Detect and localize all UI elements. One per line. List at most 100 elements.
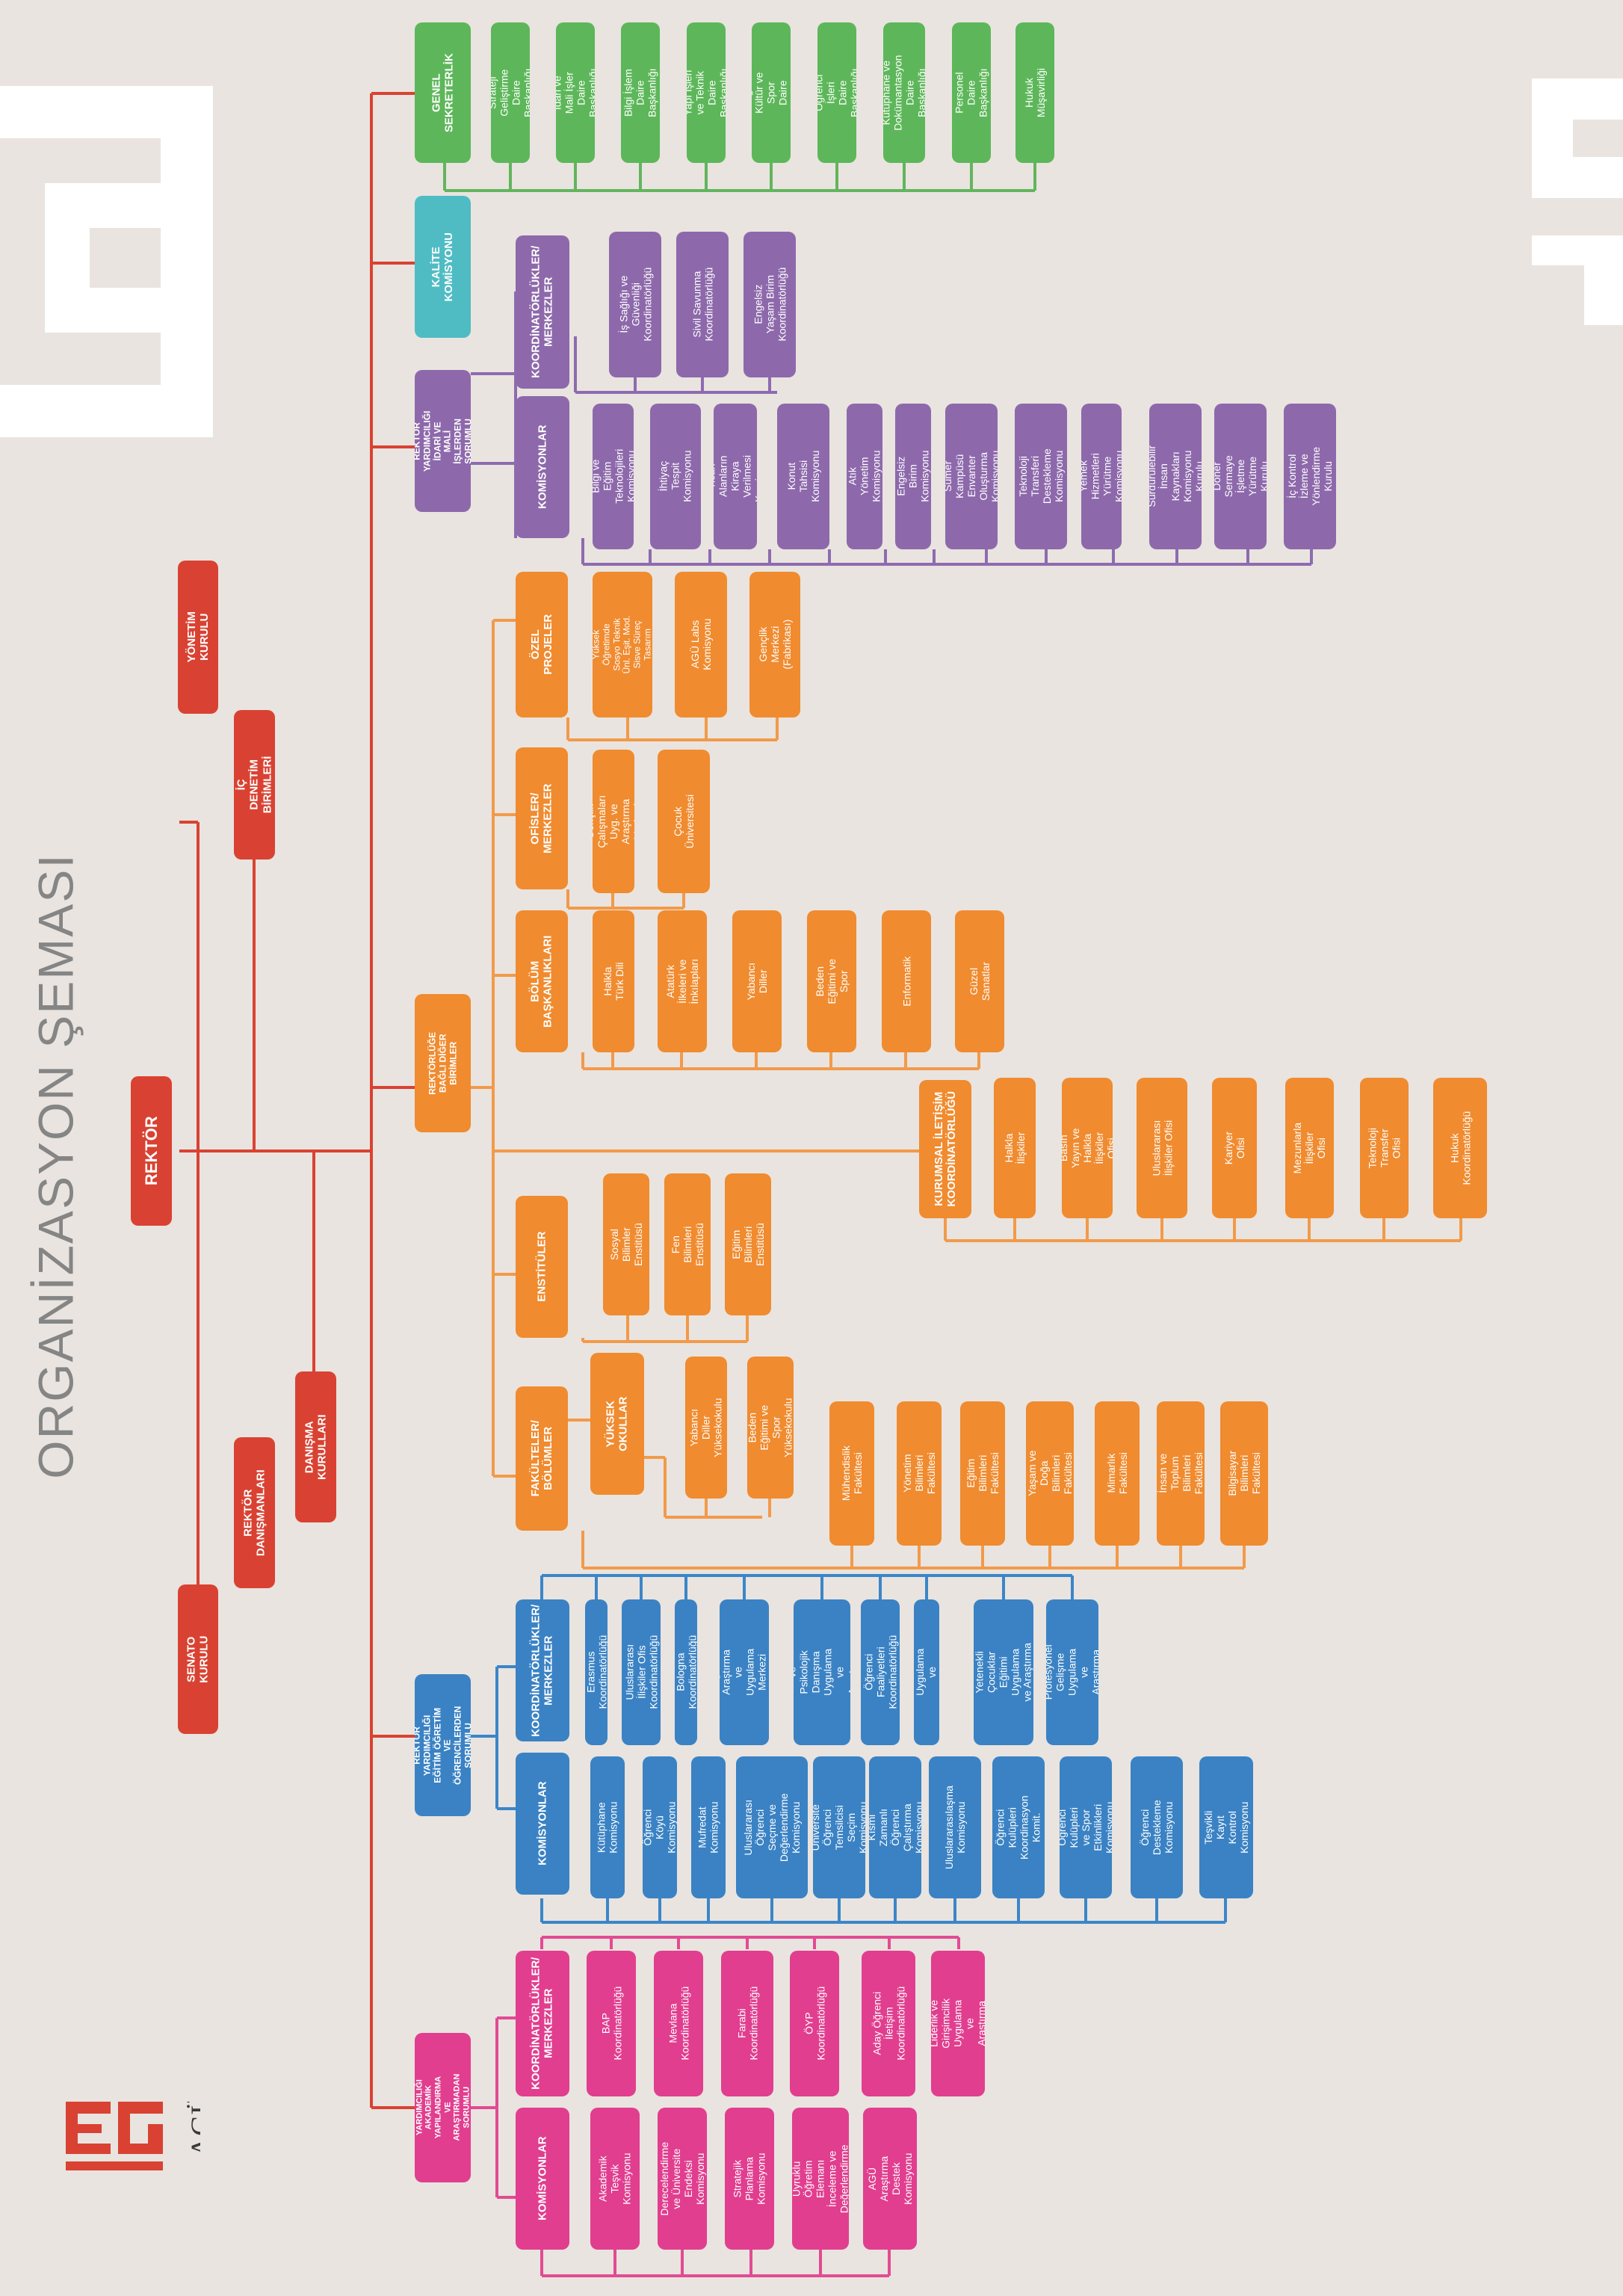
idari-kom-item: Engelsiz Birim Komisyonu	[895, 404, 931, 549]
egitim-koord-item: Kariyer ve Profesyonel Gelişme Uygulama …	[1046, 1599, 1098, 1745]
egitim-koord-item: Sürekli Eğitim Araştırma ve Uygulama Mer…	[720, 1599, 769, 1745]
ozel-item: Gençlik Merkezi (Fabrikası)	[749, 572, 800, 718]
egitim-kom-item: Teşvikli Kayıt Kontrol Komisyonu	[1199, 1756, 1253, 1898]
genel-item: İdari ve Mali İşler Daire Başkanlığı	[556, 22, 595, 163]
akademik-kom-item: Derecelendirme ve Üniversite Endeksi Kom…	[658, 2108, 707, 2250]
idari-kom-item: Sümer Kampüsü Envanter Oluşturma Komisyo…	[945, 404, 998, 549]
idari-kom-item: Sürdürülebilir İnsan Kaynakları Komisyon…	[1149, 404, 1202, 549]
enstitu-item: Eğitim Bilimleri Enstitüsü	[725, 1173, 771, 1315]
ozel-item: Yüksek Öğretimde Sosyo Teknik Ünl. Eşit.…	[593, 572, 652, 718]
agu-logo: AGÜ	[66, 2102, 200, 2170]
egitim-kom-item: Öğrenci Destekleme Komisyonu	[1131, 1756, 1183, 1898]
ic-denetim-box: İÇ DENETİM BİRİMLERİ	[234, 710, 275, 860]
akademik-rektor-yardimciligi-box: REKTÖR YARDIMCILIĞI AKADEMİK YAPILANDIRM…	[415, 2033, 471, 2182]
idari-koord-item: İş Sağlığı ve Güvenliği Koordinatörlüğü	[609, 232, 661, 377]
bolum-item: Beden Eğitimi ve Spor	[807, 910, 856, 1052]
akademik-koord-item: Ortadoğu Liderlik ve Girişimcilik Uygula…	[931, 1951, 985, 2096]
genel-item: Hukuk Müşavirliği	[1015, 22, 1054, 163]
enstitu-item: Sosyal Bilimler Enstitüsü	[603, 1173, 649, 1315]
egitim-koord-item: Üstün Yetenekli Çocuklar Eğitimi Uygulam…	[974, 1599, 1033, 1745]
rektorluge-bagli-box: REKTÖRLÜĞE BAĞLI DİĞER BİRİMLER	[415, 994, 471, 1132]
kurumsal-item: Uluslararası İlişkiler Ofisi	[1137, 1078, 1187, 1218]
egitim-kom-header: KOMİSYONLAR	[516, 1753, 569, 1895]
genel-item: Yapı İşleri ve Teknik Daire Başkanlığı	[687, 22, 726, 163]
akademik-koord-item: ÖYP Koordinatörlüğü	[790, 1951, 839, 2096]
kurumsal-item: Teknoloji Transfer Ofisi	[1360, 1078, 1409, 1218]
rektor-danismanlari-box: REKTÖR DANIŞMANLARI	[234, 1437, 275, 1588]
bolum-item: Enformatik	[882, 910, 931, 1052]
akademik-koord-item: Aday Öğrenci İletişim Koordinatörlüğü	[862, 1951, 915, 2096]
egitim-kom-item: Uluslararası Öğrenci Seçme ve Değerlendi…	[736, 1756, 808, 1898]
akademik-koord-item: BAP Koordinatörlüğü	[587, 1951, 636, 2096]
akademik-koord-header: KOORDİNATÖRLÜKLER/ MERKEZLER	[516, 1951, 569, 2096]
idari-kom-header: KOMİSYONLAR	[516, 396, 569, 538]
egitim-kom-item: Kısmi Zamanlı Öğrenci Çalıştırma Komisyo…	[869, 1756, 921, 1898]
akademik-kom-header: KOMİSYONLAR	[516, 2108, 569, 2250]
yuksekokul-item: Yabancı Diller Yüksekokulu	[685, 1357, 727, 1499]
genel-item: Sağlık, Kültür ve Spor Daire Başkanlığı	[752, 22, 791, 163]
bolum-item: Güzel Sanatlar	[955, 910, 1004, 1052]
akademik-kom-item: Stratejik Planlama Komisyonu	[725, 2108, 774, 2250]
fakulte-item: Bilgisayar Bilimleri Fakültesi	[1220, 1401, 1268, 1546]
kurumsal-iletisim-header: KURUMSAL İLETİŞİM KOORDİNATÖRLÜĞÜ	[919, 1080, 971, 1218]
kurumsal-item: Basın Yayın ve Halkla İlişkiler Ofisi	[1062, 1078, 1113, 1218]
idari-rektor-yardimciligi-box: REKTÖR YARDIMCILIĞI İDARİ VE MALİ İŞLERD…	[415, 370, 471, 512]
egitim-koord-item: Rehberlik ve Psikolojik Danışma Uygulama…	[794, 1599, 850, 1745]
genel-item: Personel Daire Başkanlığı	[952, 22, 991, 163]
page-title: ORGANİZASYON ŞEMASI	[28, 853, 84, 1479]
genel-item: Strateji Geliştirme Daire Başkanlığı	[491, 22, 530, 163]
egitim-koord-header: KOORDİNATÖRLÜKLER/ MERKEZLER	[516, 1599, 569, 1741]
idari-kom-item: İç Kontrol İzleme ve Yönlendirme Kurulu	[1284, 404, 1336, 549]
idari-kom-item: Atık Yönetim Komisyonu	[847, 404, 882, 549]
kurumsal-item: Mezunlarla İlişkiler Ofisi	[1285, 1078, 1334, 1218]
fakulte-item: Eğitim Bilimleri Fakültesi	[960, 1401, 1005, 1546]
ofis-item: Gençlik Çalışmaları Uyg. ve Araştırma Me…	[593, 750, 634, 893]
yuksek-okullar-header: YÜKSEK OKULLAR	[590, 1353, 644, 1495]
idari-koord-item: Engelsiz Yaşam Birim Koordinatörlüğü	[744, 232, 796, 377]
kalite-komisyonu-box: KALİTE KOMİSYONU	[415, 196, 471, 338]
university-logo-watermark	[0, 86, 213, 437]
akademik-kom-item: Akademik Teşvik Komisyonu	[590, 2108, 640, 2250]
bolum-item: Halkla Türk Dili	[593, 910, 634, 1052]
idari-kom-item: Döner Sermaye İşletme Yürütme Kurulu	[1214, 404, 1267, 549]
ozel-item: AGÜ Labs Komisyonu	[675, 572, 727, 718]
ozel-projeler-header: ÖZEL PROJELER	[516, 572, 568, 718]
enstitu-item: Fen Bilimleri Enstitüsü	[664, 1173, 711, 1315]
akademik-kom-item: Yabancı Uyruklu Öğretim Elemanı İnceleme…	[792, 2108, 849, 2250]
kurumsal-item: Halkla İlişkiler	[994, 1078, 1036, 1218]
egitim-koord-item: Erasmus Koordinatörlüğü	[585, 1599, 608, 1745]
akademik-koord-item: Farabi Koordinatörlüğü	[721, 1951, 773, 2096]
egitim-kom-item: Üniversite Öğrenci Temsilcisi Seçim Komi…	[813, 1756, 865, 1898]
bolum-baskanliklari-header: BÖLÜM BAŞKANLIKLARI	[516, 910, 568, 1052]
idari-kom-item: Teknoloji Transferi Destekleme Komisyonu	[1015, 404, 1067, 549]
enstituler-header: ENSTİTÜLER	[516, 1196, 568, 1338]
idari-koord-item: Sivil Savunma Koordinatörlüğü	[676, 232, 729, 377]
yonetim-kurulu-box: YÖNETİM KURULU	[178, 561, 218, 714]
fakulte-item: Yaşam ve Doğa Bilimleri Fakültesi	[1026, 1401, 1074, 1546]
bolum-item: Yabancı Diller	[732, 910, 782, 1052]
egitim-kom-item: Uluslararasılaşma Komisyonu	[929, 1756, 981, 1898]
genel-item: Öğrenci İşleri Daire Başkanlığı	[817, 22, 856, 163]
fakulte-item: İnsan ve Toplum Bilimleri Fakültesi	[1157, 1401, 1205, 1546]
yuksekokul-item: Beden Eğitimi ve Spor Yüksekokulu	[747, 1357, 794, 1499]
idari-kom-item: İhtiyaç Tespit Komisyonu	[650, 404, 701, 549]
egitim-koord-item: Öğrenci Faaliyetleri Koordinatörlüğü	[861, 1599, 900, 1745]
fakulte-item: Mimarlık Fakültesi	[1095, 1401, 1140, 1546]
idari-kom-item: Ticari Alanların Kiraya Verilmesi Komisy…	[714, 404, 757, 549]
genel-item: Bilgi İşlem Daire Başkanlığı	[621, 22, 660, 163]
egitim-koord-item: Bologna Koordinatörlüğü	[675, 1599, 697, 1745]
kurumsal-item: Kariyer Ofisi	[1212, 1078, 1257, 1218]
ofisler-header: OFİSLER/ MERKEZLER	[516, 747, 568, 889]
genel-sekreterlik-box: GENEL SEKRETERLİK	[415, 22, 471, 163]
egitim-koord-item: Uluslararası İlişkiler Ofis Koordinatörl…	[622, 1599, 661, 1745]
idari-koord-header: KOORDİNATÖRLÜKLER/ MERKEZLER	[516, 235, 569, 389]
university-logo-watermark-right	[1532, 78, 1623, 325]
fakulteler-header: FAKÜLTELER/ BÖLÜMLER	[516, 1386, 568, 1531]
senato-kurulu-box: SENATO KURULU	[178, 1584, 218, 1734]
egitim-kom-item: Kütüphane Komisyonu	[590, 1756, 625, 1898]
genel-item: Kütüphane ve Dokümantasyon Daire Başkanl…	[883, 22, 925, 163]
svg-text:AGÜ: AGÜ	[185, 2102, 200, 2158]
egitim-kom-item: Mufredat Komisyonu	[691, 1756, 726, 1898]
akademik-kom-item: AGÜ Araştırma Destek Komisyonu	[863, 2108, 917, 2250]
danisma-kurullari-box: DANIŞMA KURULLARI	[295, 1371, 336, 1522]
